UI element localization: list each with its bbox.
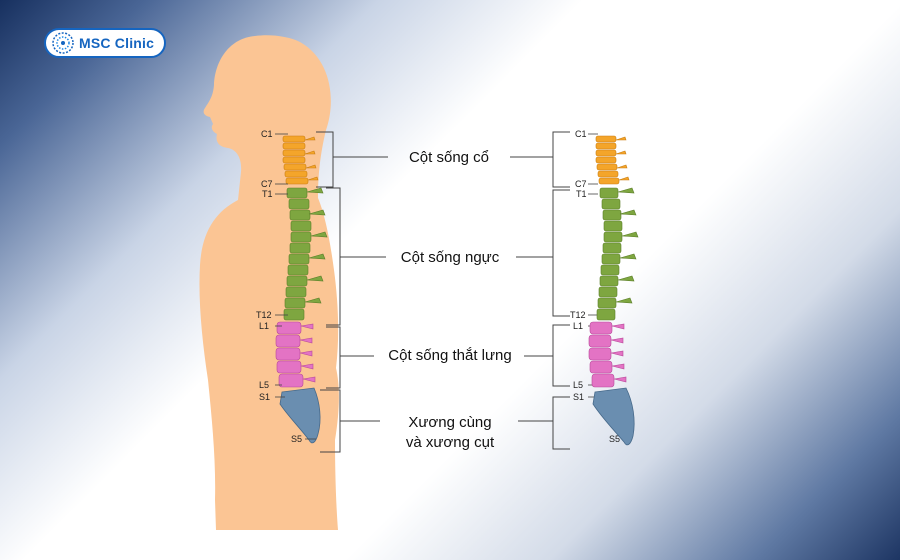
left-vertebra-labels <box>275 133 316 440</box>
right-label-s1: S1 <box>573 392 584 402</box>
left-label-l1: L1 <box>259 321 269 331</box>
left-spine <box>275 135 328 444</box>
left-cervical-vertebrae <box>282 135 319 185</box>
right-sacrum-coccyx <box>592 387 635 446</box>
region-label-thoracic: Cột sống ngực <box>401 249 500 266</box>
region-label-sacral-line1: Xương cùng <box>408 414 491 431</box>
logo-text: MSC Clinic <box>79 35 155 51</box>
right-label-l5: L5 <box>573 380 583 390</box>
right-label-s5: S5 <box>609 434 620 444</box>
right-brackets <box>510 131 570 450</box>
region-label-sacral-line2: và xương cụt <box>406 434 495 451</box>
left-brackets <box>316 131 388 453</box>
right-label-t12: T12 <box>570 310 586 320</box>
left-thoracic-vertebrae <box>283 187 328 321</box>
right-cervical-vertebrae <box>595 135 630 185</box>
msc-clinic-logo: MSC Clinic <box>44 28 166 58</box>
left-lumbar-vertebrae <box>275 321 316 388</box>
left-label-l5: L5 <box>259 380 269 390</box>
right-spine <box>588 135 639 446</box>
left-label-s5: S5 <box>291 434 302 444</box>
body-silhouette <box>199 35 339 530</box>
left-label-c7: C7 <box>261 179 273 189</box>
right-lumbar-vertebrae <box>588 321 627 388</box>
right-label-c1: C1 <box>575 129 587 139</box>
left-label-s1: S1 <box>259 392 270 402</box>
left-label-t1: T1 <box>262 189 273 199</box>
right-label-t1: T1 <box>576 189 587 199</box>
right-thoracic-vertebrae <box>596 187 639 321</box>
left-sacrum-coccyx <box>279 387 321 444</box>
right-label-l1: L1 <box>573 321 583 331</box>
right-label-c7: C7 <box>575 179 587 189</box>
left-label-t12: T12 <box>256 310 272 320</box>
msc-clinic-logo-icon <box>52 32 74 54</box>
region-label-lumbar: Cột sống thắt lưng <box>388 347 511 364</box>
region-label-cervical: Cột sống cổ <box>409 149 489 166</box>
left-label-c1: C1 <box>261 129 273 139</box>
